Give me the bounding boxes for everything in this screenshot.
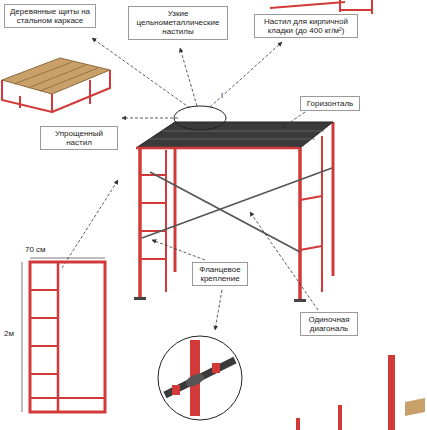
wooden-deck-image bbox=[2, 58, 110, 112]
callout-text: Горизонталь bbox=[304, 99, 356, 108]
dimension-label: I bbox=[220, 92, 224, 101]
callout-box: Горизонталь bbox=[300, 96, 360, 111]
brick-deck-image bbox=[270, 0, 372, 14]
callout-box: Упрощенный настил bbox=[40, 126, 118, 150]
dimension-label: 2м bbox=[3, 330, 15, 339]
callout-text: Упрощенный настил bbox=[44, 129, 114, 147]
leader-lines bbox=[62, 38, 318, 330]
callout-box: Одиночная диагональ bbox=[300, 312, 358, 336]
callout-box: Деревянные щиты на стальном каркасе bbox=[4, 4, 96, 28]
callout-box: Настил для кирпичной кладки (до 400 кг/м… bbox=[254, 14, 358, 38]
callout-text: Узкие цельнометаллические настилы bbox=[132, 9, 224, 37]
dimension-label: 70 см bbox=[24, 246, 47, 255]
callout-text: Настил для кирпичной кладки (до 400 кг/м… bbox=[258, 17, 354, 35]
frame-drawing bbox=[22, 258, 105, 412]
scaffold-tower bbox=[134, 106, 333, 302]
callout-text: Одиночная диагональ bbox=[304, 315, 354, 333]
callout-text: Деревянные щиты на стальном каркасе bbox=[8, 7, 92, 25]
flange-detail bbox=[158, 336, 242, 420]
part-fragments bbox=[296, 355, 425, 430]
callout-box: Узкие цельнометаллические настилы bbox=[128, 6, 228, 40]
callout-box: Фланцевое крепление bbox=[192, 262, 248, 286]
callout-text: Фланцевое крепление bbox=[196, 265, 244, 283]
